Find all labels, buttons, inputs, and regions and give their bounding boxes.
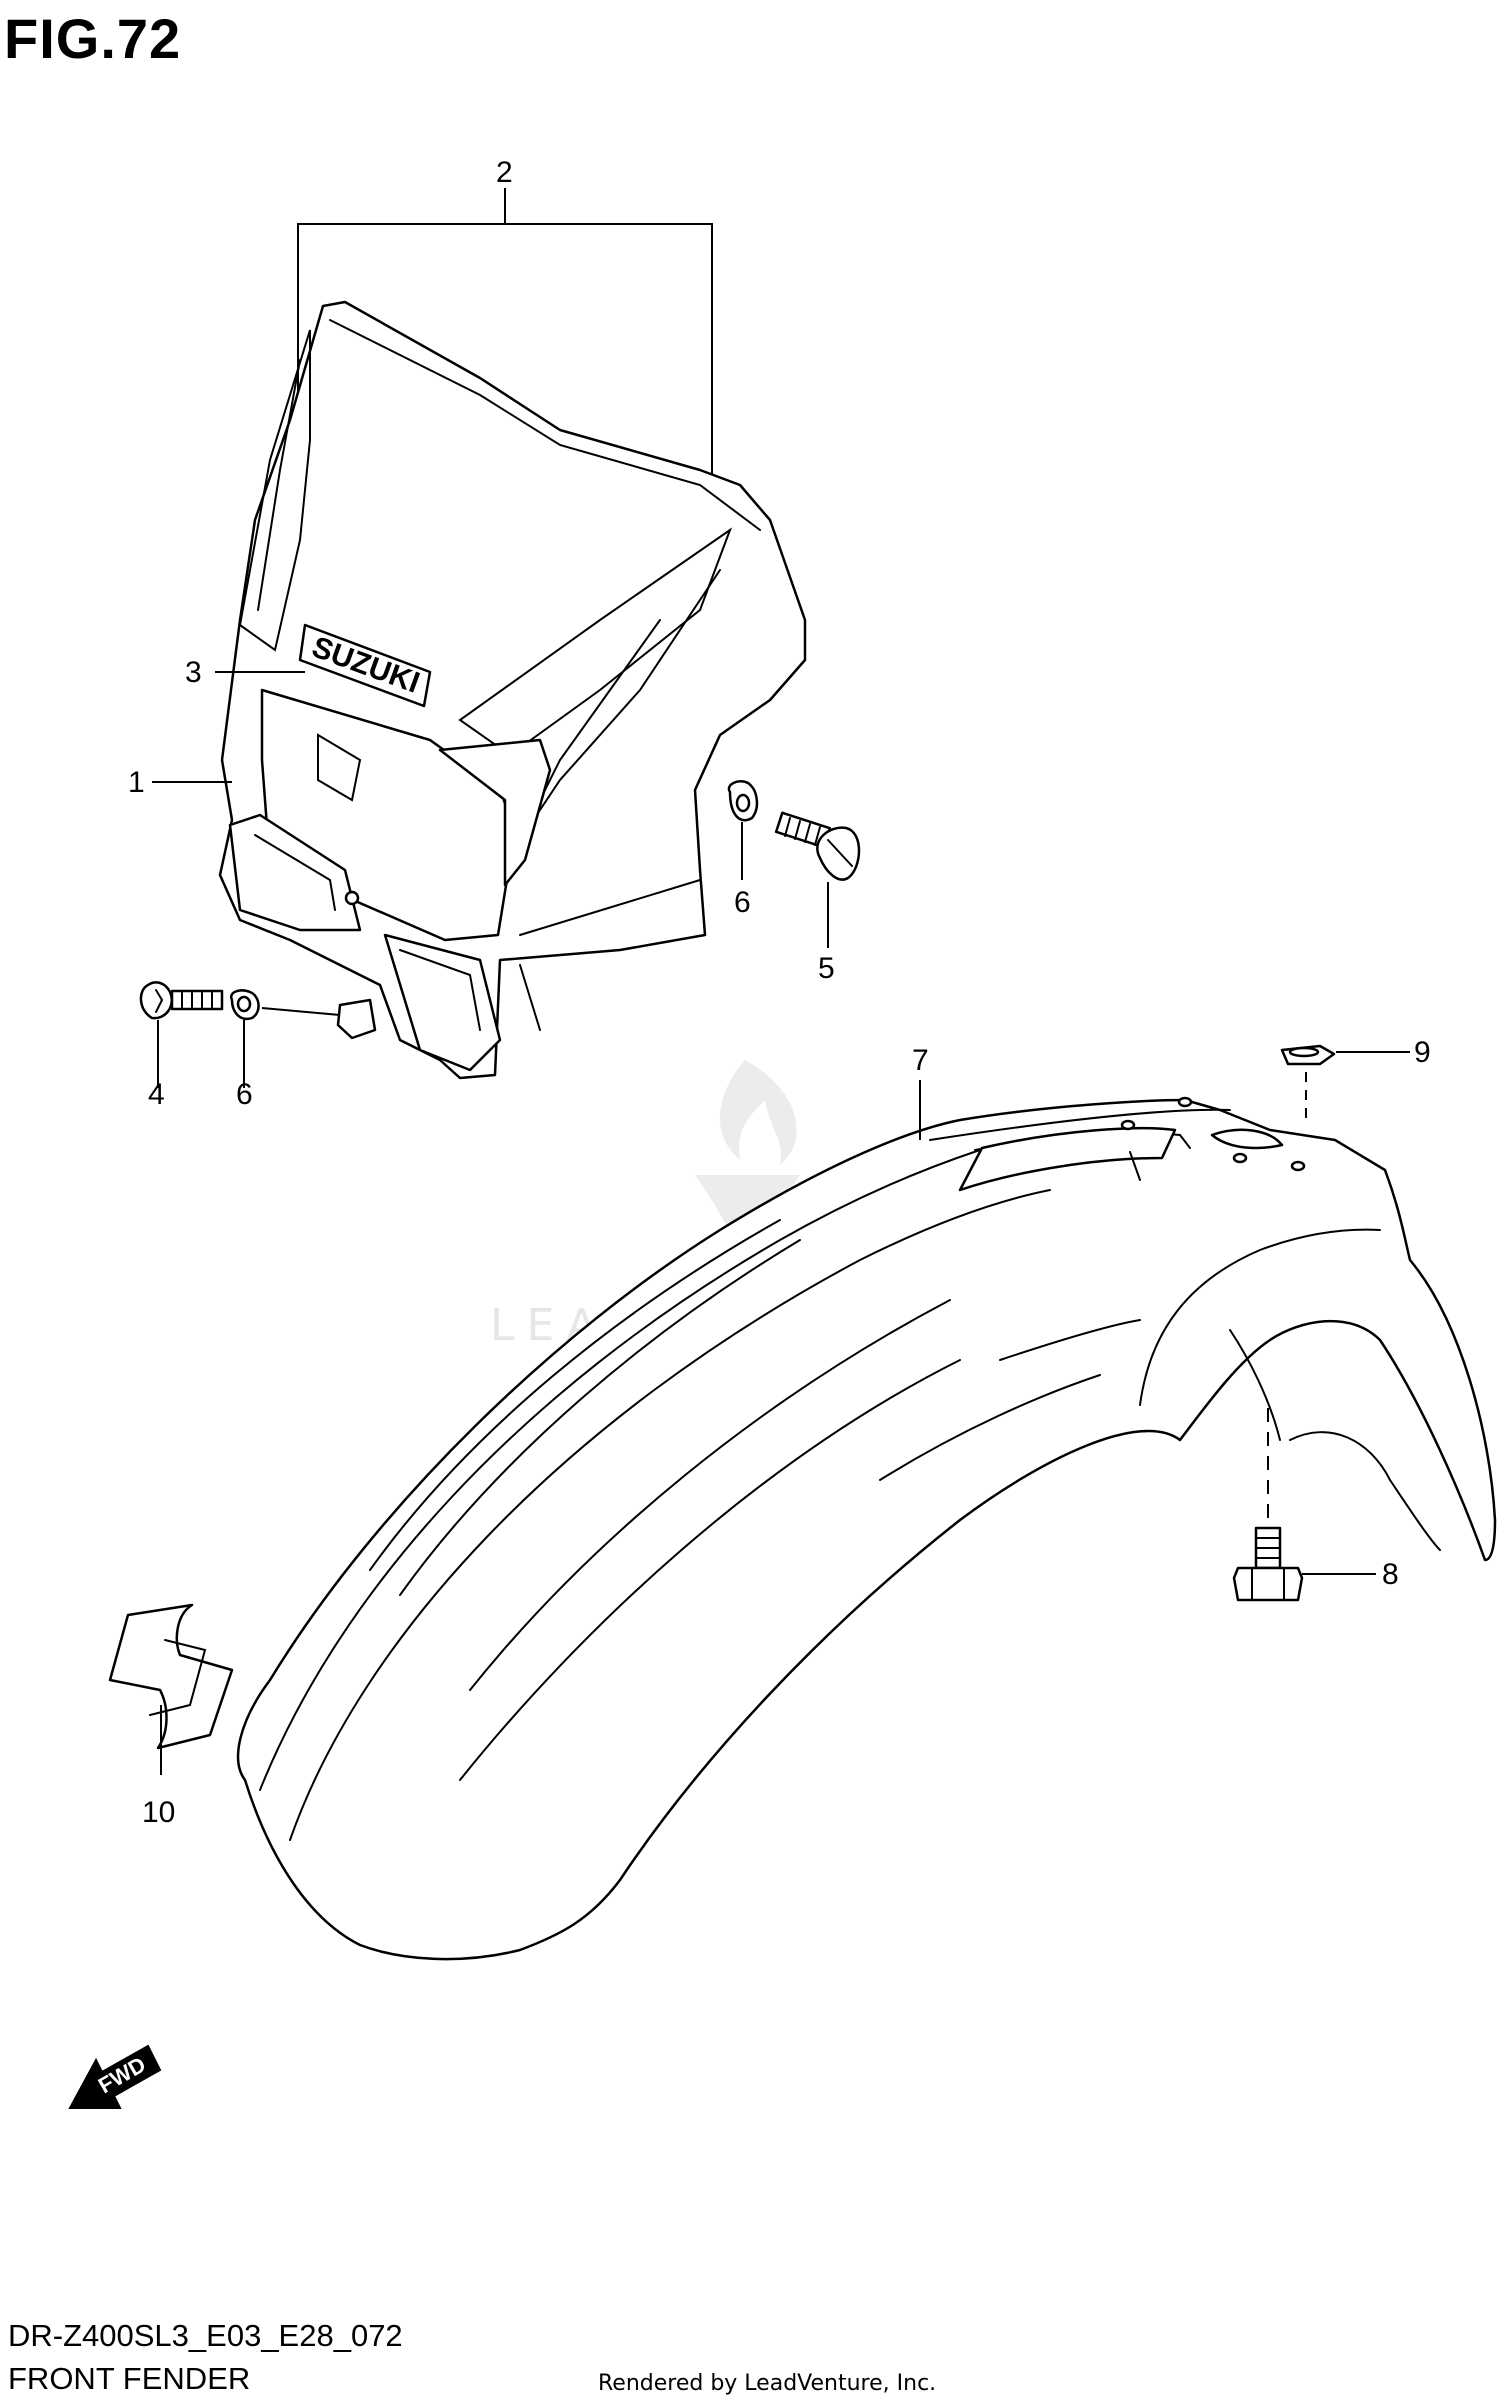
leader-lines xyxy=(152,671,1410,1775)
fwd-arrow-icon xyxy=(68,2044,162,2109)
s-emblem-decal xyxy=(108,1603,234,1750)
model-code: DR-Z400SL3_E03_E28_072 xyxy=(8,2318,403,2353)
callout-numbers: 1 2 3 4 5 6 6 7 8 9 10 xyxy=(128,156,1431,1829)
callout-7: 7 xyxy=(912,1044,929,1077)
callout-5: 5 xyxy=(818,952,835,985)
fender-hole-icon xyxy=(1232,1152,1248,1164)
callout-3: 3 xyxy=(185,656,202,689)
nut-part-9 xyxy=(1280,1044,1336,1066)
fender-hole-icon xyxy=(1177,1096,1193,1108)
section-name: FRONT FENDER xyxy=(8,2361,251,2396)
fender-hole-icon xyxy=(1290,1160,1306,1172)
callout-4: 4 xyxy=(148,1078,165,1111)
mounting-hole-icon xyxy=(344,890,360,906)
bolt-part-5 xyxy=(774,811,861,881)
figure-title: FIG.72 xyxy=(4,7,182,70)
callout-10: 10 xyxy=(142,1796,175,1829)
callout-2-bracket xyxy=(297,188,713,560)
rendered-by-credit: Rendered by LeadVenture, Inc. xyxy=(598,2371,937,2396)
fender-hole-icon xyxy=(1120,1119,1136,1131)
callout-1: 1 xyxy=(128,766,145,799)
callout-6-left: 6 xyxy=(236,1078,253,1111)
callout-9: 9 xyxy=(1414,1036,1431,1069)
callout-2: 2 xyxy=(496,156,513,189)
cushion-washer-right xyxy=(727,780,759,822)
fender-bolt-part-8 xyxy=(1232,1408,1304,1602)
callout-8: 8 xyxy=(1382,1558,1399,1591)
bolt-part-4 xyxy=(139,981,224,1020)
front-fender xyxy=(236,1096,1497,1961)
forward-direction-arrow: FWD xyxy=(68,2044,162,2109)
callout-6-right: 6 xyxy=(734,886,751,919)
cushion-washer-left xyxy=(229,989,341,1021)
headlight-cowl: SUZUKI xyxy=(218,300,807,1080)
